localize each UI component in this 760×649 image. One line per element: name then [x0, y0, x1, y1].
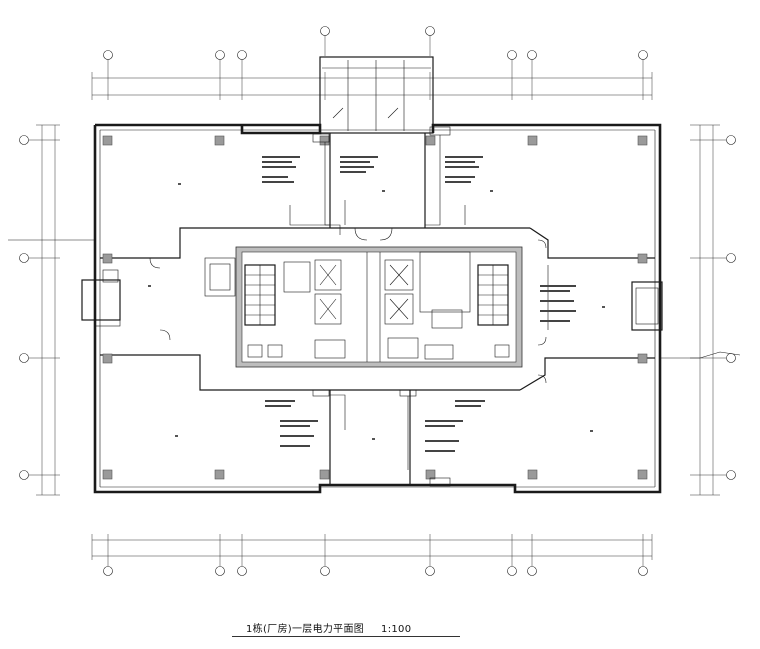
- structural-columns: [102, 135, 648, 480]
- left-vestibule: [81, 269, 121, 327]
- interior-partitions: [100, 133, 655, 485]
- room-markers: [148, 183, 605, 440]
- exterior-walls: [93, 123, 662, 494]
- top-dimension-chain: [91, 72, 653, 100]
- circuit-annotations: [262, 156, 576, 452]
- drawing-title: 1栋(厂房)一层电力平面图: [246, 624, 365, 635]
- bottom-dimension-chain: [91, 534, 653, 560]
- central-core: [204, 246, 523, 368]
- circuit-runs: [8, 135, 741, 470]
- axis-bubbles-sides: [19, 135, 736, 480]
- entrance-canopy: [319, 56, 434, 134]
- drawing-scale: 1:100: [381, 624, 412, 635]
- side-dimension-chains: [36, 124, 720, 496]
- drawing-caption: 1栋(厂房)一层电力平面图 1:100: [246, 620, 411, 635]
- axis-bubbles-top: [103, 26, 648, 72]
- caption-underline: [232, 636, 460, 637]
- right-service-box: [631, 281, 663, 331]
- axis-bubbles-bottom: [103, 560, 648, 576]
